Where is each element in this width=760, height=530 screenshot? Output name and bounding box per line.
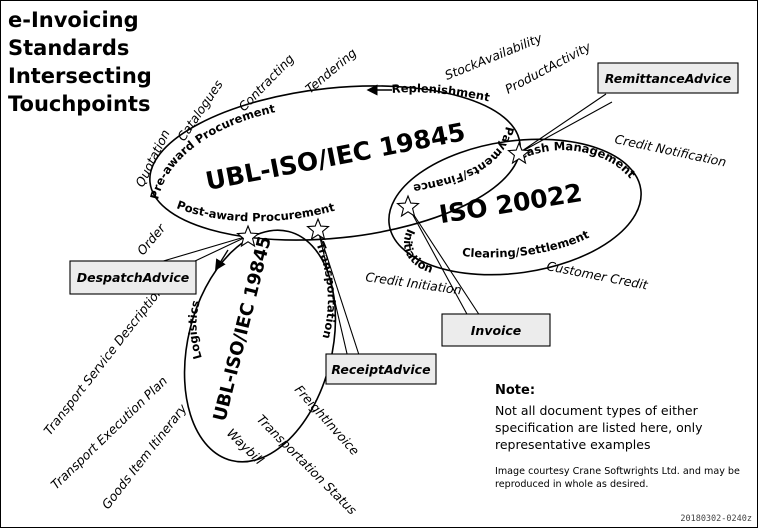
svg-text:Logistics: Logistics: [185, 299, 204, 361]
callout-receipt-advice: ReceiptAdvice: [325, 353, 437, 385]
note-heading: Note:: [495, 383, 536, 398]
doc-order: Order: [134, 220, 169, 258]
timestamp-stamp: 20180302-0240z: [680, 514, 752, 524]
remittance-pointer: [518, 93, 613, 154]
doc-freight-invoice: FreightInvoice: [292, 382, 363, 458]
invoice-pointer: [407, 205, 481, 317]
title-line-1: e-Invoicing: [8, 8, 139, 32]
logistics-direction-arrow: [215, 249, 229, 271]
note-block: Note: Not all document types of either s…: [495, 382, 745, 491]
callout-receipt-label: ReceiptAdvice: [331, 362, 430, 377]
doc-customer-credit: Customer Credit: [545, 258, 650, 293]
title-line-3: Intersecting: [8, 64, 152, 88]
ubl-main-ellipse: [149, 85, 521, 241]
callout-remittance-label: RemittanceAdvice: [605, 71, 732, 86]
title-line-2: Standards: [8, 36, 130, 60]
doc-transport-execution-plan: Transport Execution Plan: [48, 373, 171, 492]
callout-invoice: Invoice: [441, 313, 551, 347]
star-receipt: [306, 217, 330, 241]
note-body: Not all document types of either specifi…: [495, 403, 703, 452]
doc-goods-item-itinerary: Goods Item Itinerary: [99, 401, 191, 512]
svg-text:Initiation: Initiation: [401, 227, 435, 276]
image-credit: Image courtesy Crane Softwrights Ltd. an…: [495, 466, 740, 490]
segment-replenishment: Replenishment: [391, 81, 491, 104]
star-despatch: [236, 224, 260, 248]
svg-text:Replenishment: Replenishment: [391, 81, 491, 104]
star-invoice: [396, 194, 420, 218]
callout-remittance-advice: RemittanceAdvice: [597, 62, 739, 94]
svg-text:Clearing/Settlement: Clearing/Settlement: [462, 227, 592, 260]
diagram-title: e-Invoicing Standards Intersecting Touch…: [8, 6, 152, 118]
doc-transport-service-description: Transport Service Description: [41, 283, 167, 438]
segment-initiation: Initiation: [401, 227, 435, 276]
callout-despatch-label: DespatchAdvice: [77, 270, 190, 285]
title-line-4: Touchpoints: [8, 92, 151, 116]
star-cash-management: [507, 141, 531, 165]
iso-ellipse: [388, 138, 642, 276]
doc-credit-initiation: Credit Initiation: [365, 269, 463, 297]
svg-text:Post-award Procurement: Post-award Procurement: [175, 198, 337, 225]
iso-title: ISO 20022: [437, 178, 584, 229]
segment-post-award: Post-award Procurement: [175, 198, 337, 225]
segment-clearing: Clearing/Settlement: [462, 227, 592, 260]
callout-despatch-advice: DespatchAdvice: [69, 260, 197, 295]
callout-invoice-label: Invoice: [471, 323, 521, 338]
receipt-pointer: [317, 228, 361, 359]
segment-logistics: Logistics: [185, 299, 204, 361]
